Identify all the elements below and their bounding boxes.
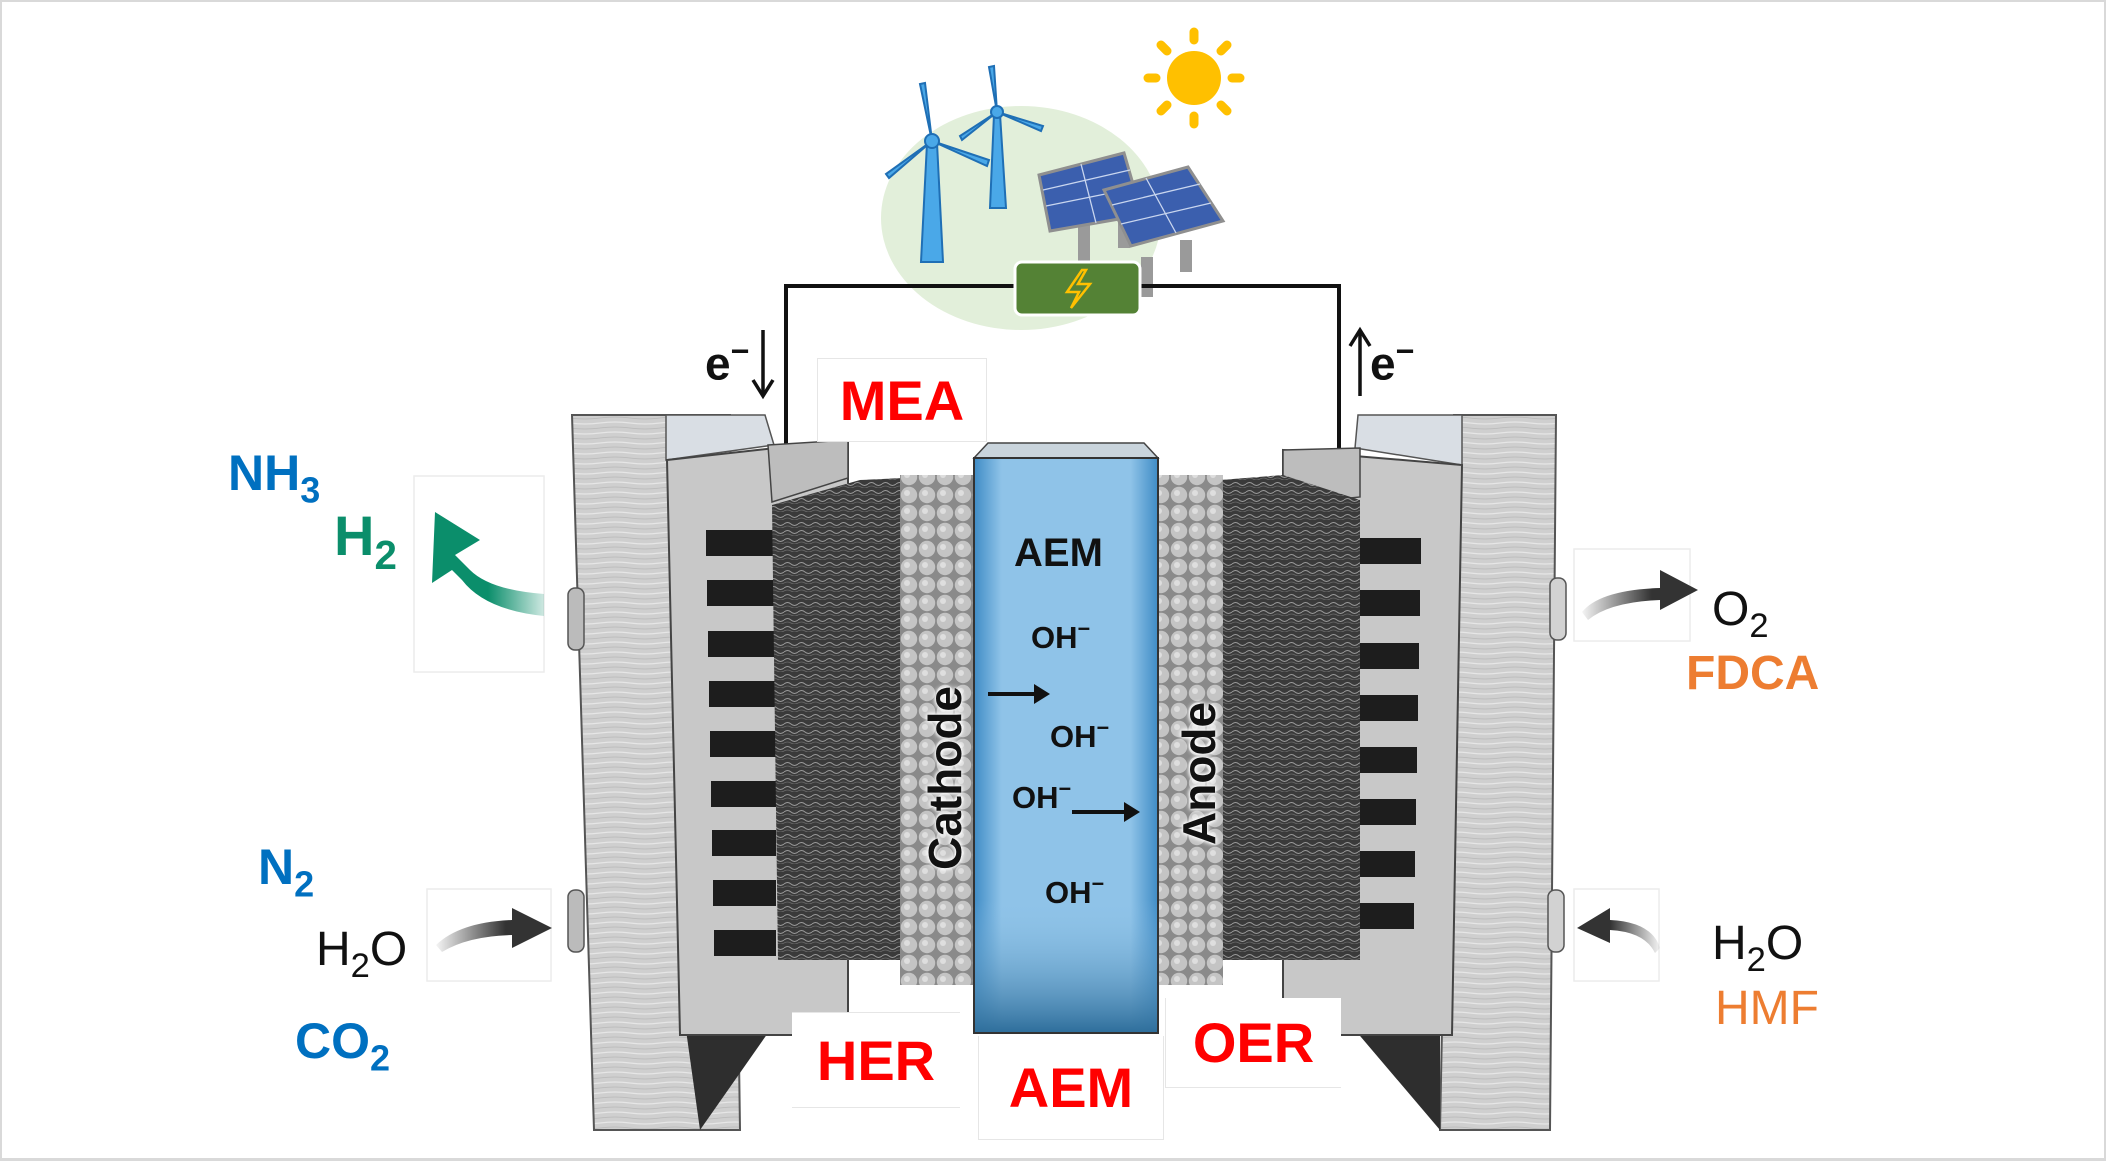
solar-panel-icon <box>1101 165 1226 297</box>
anode-inlet-arrow <box>1573 888 1660 982</box>
species-o2: O2 <box>1712 583 1769 646</box>
mea-label-box: MEA <box>817 358 987 442</box>
hydroxide-ion: OH− <box>1050 715 1110 754</box>
species-h2o-cathode: H2O <box>316 923 408 986</box>
anode-outlet-arrow <box>1573 548 1698 642</box>
anode-gas-diffusion-layer <box>1220 475 1360 960</box>
aem-bottom-label: AEM <box>1008 1056 1134 1119</box>
ion-transport-arrow <box>988 684 1050 704</box>
aem-membrane-label: AEM <box>1014 531 1103 575</box>
wind-turbine-icon <box>958 64 1045 209</box>
aem-bottom-label-box: AEM <box>978 1036 1164 1140</box>
cathode-plate-shadow <box>686 1030 770 1130</box>
hydroxide-ion: OH− <box>1012 776 1072 815</box>
cathode-inlet-arrow <box>426 888 552 982</box>
oer-label-box: OER <box>1165 998 1341 1088</box>
electron-label-left: e− <box>705 333 750 390</box>
h2-output-arrow <box>413 475 545 673</box>
aem-membrane <box>972 442 1160 1034</box>
cathode-catalyst-layer <box>900 475 976 985</box>
hydroxide-ion: OH− <box>1031 616 1091 655</box>
species-nh3: NH3 <box>228 445 321 511</box>
her-label: HER <box>816 1028 936 1092</box>
cathode-label: Cathode <box>919 686 971 870</box>
hydroxide-ion: OH− <box>1045 871 1105 910</box>
species-hmf: HMF <box>1715 982 1819 1035</box>
anode-catalyst-layer <box>1155 475 1223 985</box>
battery-lightning-icon <box>1013 260 1142 317</box>
wind-turbine-icon <box>884 81 991 263</box>
electron-down-arrow <box>751 330 775 400</box>
ion-transport-arrow <box>1072 802 1140 822</box>
anode-label: Anode <box>1173 701 1225 845</box>
species-h2-product: H2 <box>334 504 397 579</box>
species-fdca: FDCA <box>1686 647 1820 700</box>
species-h2o-anode: H2O <box>1712 917 1804 980</box>
mea-label: MEA <box>839 368 965 432</box>
species-n2: N2 <box>258 839 315 905</box>
electron-up-arrow <box>1348 326 1372 396</box>
anode-plate-shadow <box>1355 1030 1440 1130</box>
oer-label: OER <box>1192 1011 1315 1074</box>
electron-label-right: e− <box>1370 333 1415 390</box>
her-label-box: HER <box>792 1012 960 1108</box>
species-co2: CO2 <box>295 1013 391 1079</box>
cathode-gas-diffusion-layer <box>772 478 902 960</box>
sun-icon <box>1143 27 1245 129</box>
